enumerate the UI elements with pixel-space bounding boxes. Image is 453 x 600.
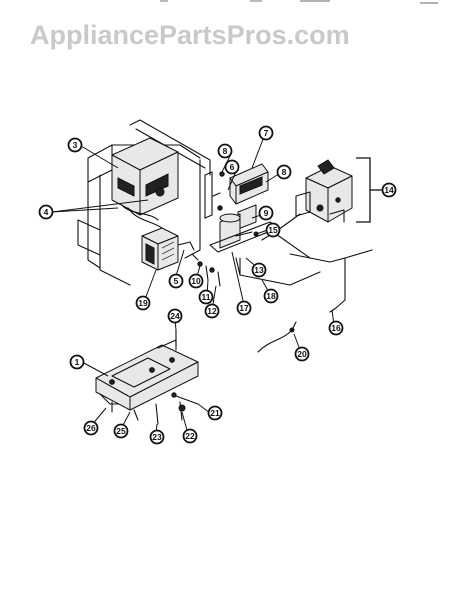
svg-text:19: 19 bbox=[138, 298, 148, 308]
watermark-logo-text: AppliancePartsPros.com bbox=[30, 20, 350, 50]
svg-text:13: 13 bbox=[254, 265, 264, 275]
callout-9: 9 bbox=[258, 205, 274, 221]
waveguide-16 bbox=[275, 233, 373, 313]
svg-text:18: 18 bbox=[266, 291, 276, 301]
svg-text:14: 14 bbox=[384, 185, 394, 195]
svg-text:3: 3 bbox=[73, 140, 78, 150]
svg-text:12: 12 bbox=[207, 306, 217, 316]
svg-text:11: 11 bbox=[202, 292, 211, 302]
callout-11: 11 bbox=[198, 289, 214, 305]
svg-text:1: 1 bbox=[75, 357, 80, 367]
callout-6: 6 bbox=[224, 159, 240, 175]
svg-text:24: 24 bbox=[170, 311, 180, 321]
svg-text:10: 10 bbox=[191, 276, 201, 286]
svg-text:5: 5 bbox=[174, 276, 179, 286]
callout-26: 26 bbox=[83, 420, 99, 436]
callout-21: 21 bbox=[207, 405, 223, 421]
callout-17: 17 bbox=[236, 300, 252, 316]
callout-4: 4 bbox=[38, 204, 54, 220]
svg-text:22: 22 bbox=[185, 431, 195, 441]
callout-14: 14 bbox=[381, 182, 397, 198]
svg-text:9: 9 bbox=[264, 208, 269, 218]
callout-15: 15 bbox=[265, 222, 281, 238]
callout-24: 24 bbox=[167, 308, 183, 324]
callout-16: 16 bbox=[328, 320, 344, 336]
cavity-frame-assembly bbox=[77, 119, 321, 287]
svg-text:7: 7 bbox=[264, 128, 269, 138]
callout-8-lower: 8 bbox=[276, 164, 292, 180]
callout-25: 25 bbox=[113, 423, 129, 439]
leader-lines bbox=[51, 133, 335, 435]
callout-22: 22 bbox=[182, 428, 198, 444]
callout-20: 20 bbox=[294, 346, 310, 362]
svg-text:25: 25 bbox=[116, 426, 126, 436]
callout-7: 7 bbox=[258, 125, 274, 141]
callout-5: 5 bbox=[168, 273, 184, 289]
svg-text:4: 4 bbox=[44, 207, 49, 217]
callout-10: 10 bbox=[188, 273, 204, 289]
svg-text:20: 20 bbox=[297, 349, 307, 359]
svg-text:23: 23 bbox=[152, 432, 162, 442]
callout-23: 23 bbox=[149, 429, 165, 445]
base-plate-assembly bbox=[95, 329, 199, 425]
svg-text:15: 15 bbox=[268, 225, 278, 235]
top-edge-fragments bbox=[160, 0, 438, 4]
callout-19: 19 bbox=[135, 295, 151, 311]
svg-text:16: 16 bbox=[331, 323, 341, 333]
callout-12: 12 bbox=[204, 303, 220, 319]
cord-20 bbox=[257, 321, 297, 353]
callout-8-upper: 8 bbox=[217, 143, 233, 159]
callout-3: 3 bbox=[67, 137, 83, 153]
svg-text:8: 8 bbox=[223, 146, 228, 156]
svg-text:6: 6 bbox=[230, 162, 235, 172]
svg-text:21: 21 bbox=[210, 408, 220, 418]
svg-text:8: 8 bbox=[282, 167, 287, 177]
svg-text:17: 17 bbox=[239, 303, 249, 313]
callout-18: 18 bbox=[263, 288, 279, 304]
magnetron-assembly bbox=[261, 157, 383, 241]
svg-text:26: 26 bbox=[86, 423, 96, 433]
callout-1: 1 bbox=[69, 354, 85, 370]
callout-13: 13 bbox=[251, 262, 267, 278]
